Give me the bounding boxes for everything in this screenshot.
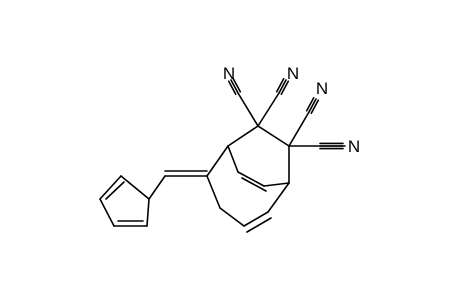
bond-line-9: [227, 145, 239, 173]
nitrile-bond-3-a: [308, 98, 317, 113]
double-bond-line-26: [105, 181, 125, 200]
nitrile-bond-2-a: [278, 79, 287, 94]
nitrogen-label-3: N: [316, 79, 328, 98]
bond-line-1: [227, 125, 259, 147]
nitrile-bond-1-c: [227, 80, 237, 96]
bond-line-22: [146, 198, 150, 227]
bond-line-18: [120, 175, 150, 200]
nitrile-bond-3-c: [305, 96, 315, 112]
bond-line-19: [99, 175, 122, 200]
nitrogen-label-4: N: [348, 137, 360, 156]
bond-line-4: [257, 92, 280, 127]
nitrile-bond-3-b: [310, 99, 320, 115]
bond-line-20: [99, 198, 115, 227]
bond-line-10: [237, 171, 265, 187]
bond-line-13: [219, 207, 245, 227]
nitrogen-label-1: N: [223, 64, 235, 83]
bond-line-17: [148, 175, 166, 200]
nitrogen-label-2: N: [287, 64, 299, 83]
bond-line-5: [288, 111, 310, 147]
nitrile-bond-1-b: [232, 77, 242, 93]
double-bond-line-24: [246, 217, 272, 233]
bond-line-14: [243, 211, 269, 227]
bond-line-2: [257, 125, 290, 147]
nitrile-bond-1-a: [230, 79, 239, 94]
nitrile-bond-2-b: [280, 80, 290, 96]
nitrile-bond-2-c: [275, 77, 285, 93]
bond-line-11: [263, 182, 290, 187]
double-bond-line-23: [241, 177, 267, 192]
bond-line-12: [206, 175, 221, 209]
bond-line-3: [237, 92, 259, 127]
bond-line-15: [267, 182, 290, 213]
bond-line-7: [206, 145, 229, 177]
